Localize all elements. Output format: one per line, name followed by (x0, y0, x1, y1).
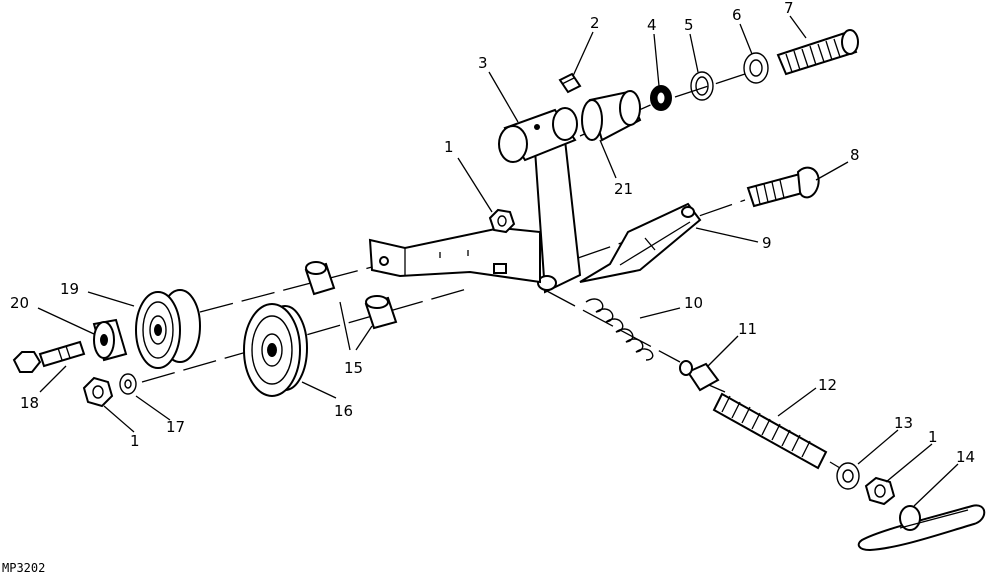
leader-lines (37, 15, 959, 507)
callout-20: 20 (10, 294, 29, 312)
part-5-snap-ring (690, 71, 714, 101)
callout-6: 6 (732, 6, 742, 24)
part-9-spring-bracket (579, 202, 702, 283)
part-4-washer (650, 85, 672, 111)
part-10-spring (585, 298, 654, 361)
callout-3: 3 (478, 54, 488, 72)
part-17-lock-washer (119, 373, 137, 395)
callout-14: 14 (956, 448, 975, 466)
part-19-drive-pulley (135, 289, 201, 369)
part-14-handle (857, 504, 986, 552)
mounting-bracket (368, 226, 541, 284)
part-13-washer (836, 462, 860, 490)
part-11-square-nut (679, 360, 720, 392)
part-2-grease-fitting (558, 72, 582, 94)
callout-9: 9 (762, 234, 772, 252)
part-1-hex-nut-left (82, 376, 114, 408)
callout-15: 15 (344, 359, 363, 377)
callout-1-left: 1 (130, 432, 140, 450)
callout-10: 10 (684, 294, 703, 312)
callout-19: 19 (60, 280, 79, 298)
part-12-threaded-rod (712, 392, 828, 470)
part-15-spacer-lower (364, 295, 398, 330)
callout-8: 8 (850, 146, 860, 164)
callout-18: 18 (20, 394, 39, 412)
part-16-idler-pulley (243, 303, 308, 397)
callout-1-top: 1 (444, 138, 454, 156)
callout-16: 16 (334, 402, 353, 420)
part-3-idler-arm (498, 107, 582, 294)
callout-5: 5 (684, 16, 694, 34)
callout-1-right: 1 (928, 428, 938, 446)
part-1-hex-nut-right (864, 476, 896, 506)
part-15-spacer-upper (304, 261, 336, 296)
part-20-spacer-washer (92, 318, 128, 362)
part-18-hex-bolt (12, 340, 86, 373)
callout-13: 13 (894, 414, 913, 432)
figure-code: MP3202 (2, 561, 45, 575)
callout-21: 21 (614, 180, 633, 198)
part-6-washer (743, 52, 769, 84)
callout-17: 17 (166, 418, 185, 436)
callout-7: 7 (784, 0, 794, 17)
part-21-bushing (581, 90, 642, 142)
part-7-threaded-pin (776, 29, 859, 76)
callout-labels: 1 2 3 4 5 6 7 8 9 10 11 12 13 1 14 15 16… (10, 0, 975, 466)
callout-4: 4 (647, 16, 657, 34)
callout-2: 2 (590, 14, 600, 32)
callout-12: 12 (818, 376, 837, 394)
part-1-hex-nut-top (488, 208, 516, 234)
part-8-carriage-bolt (746, 166, 820, 208)
callout-11: 11 (738, 320, 757, 338)
